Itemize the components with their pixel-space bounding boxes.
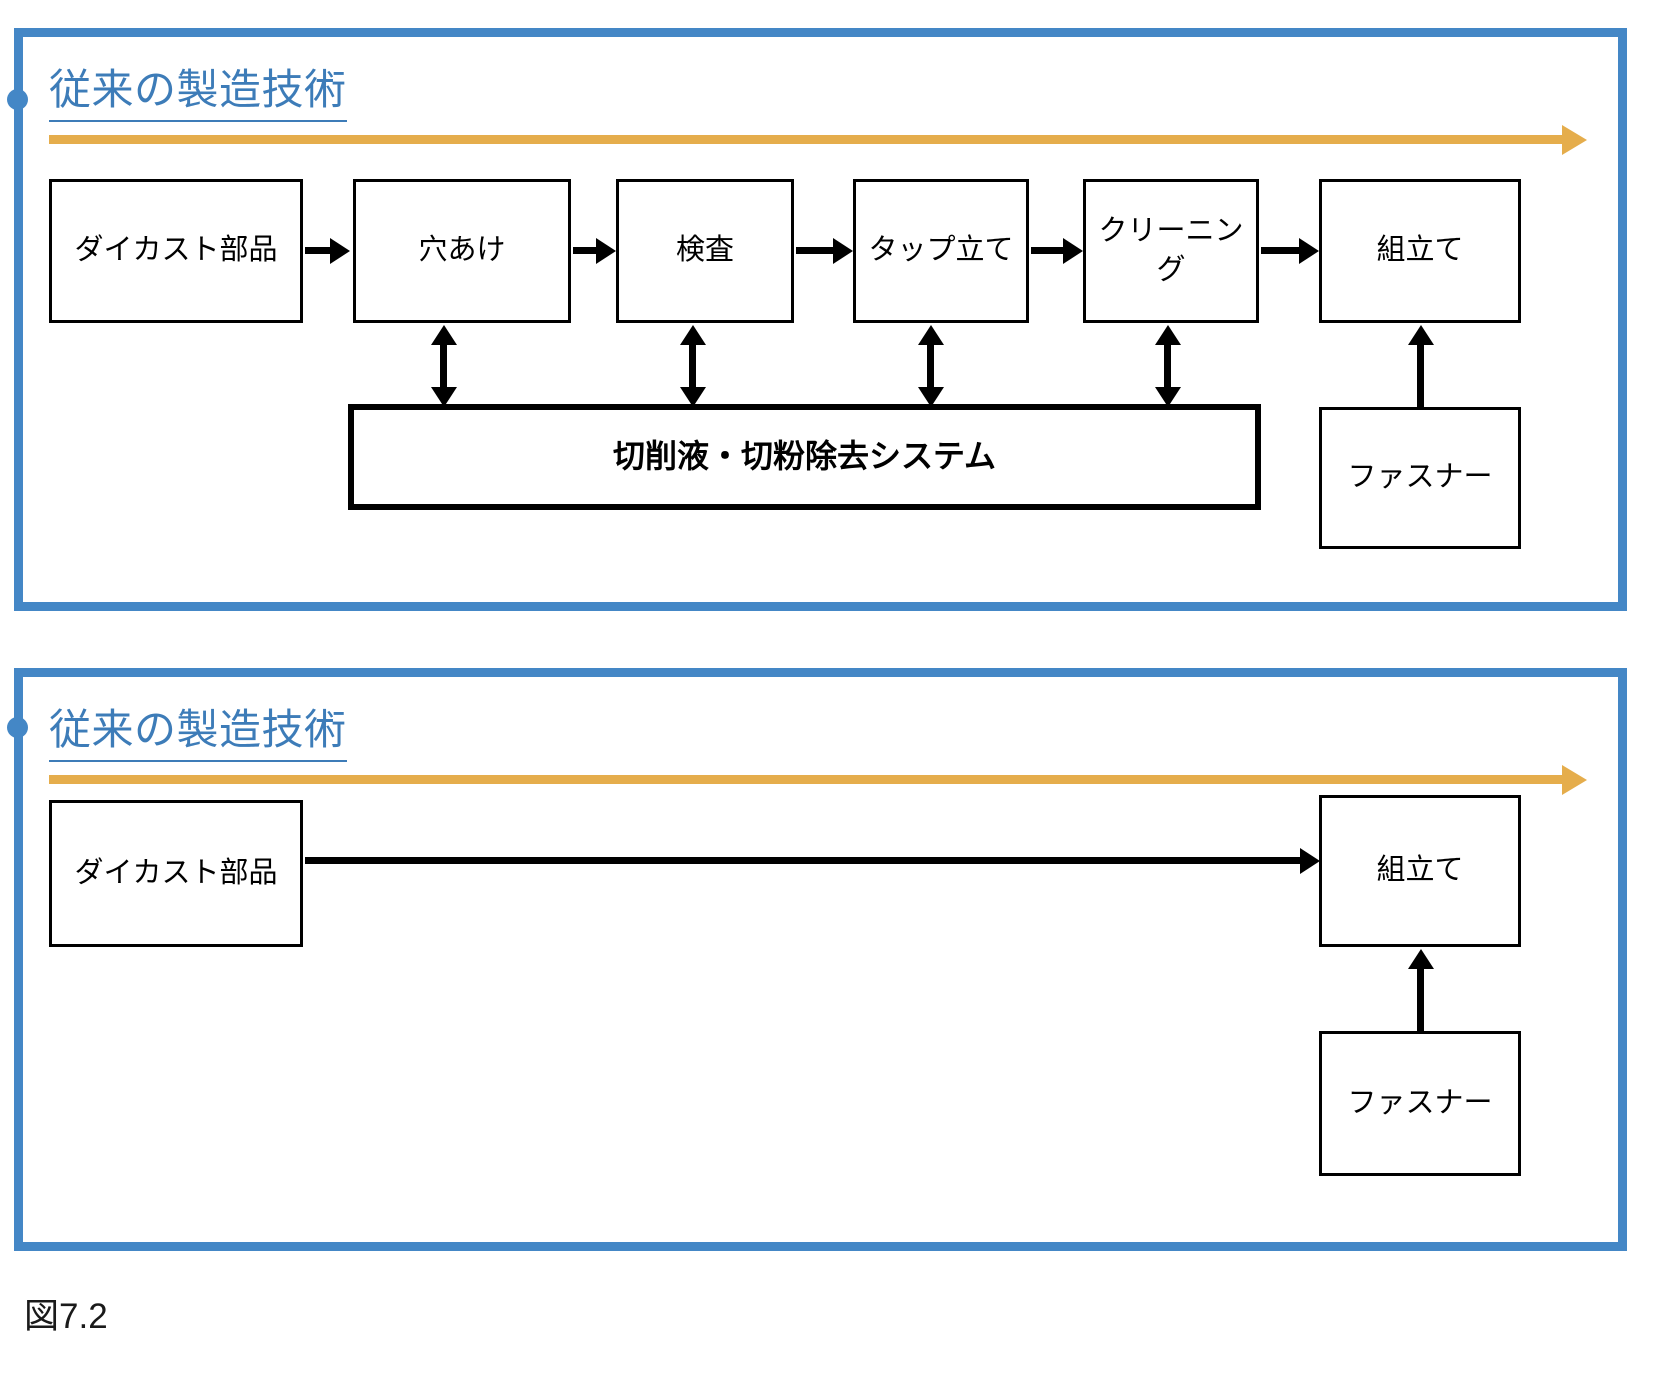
arrow-tapping-to-cleaning [1031, 247, 1064, 254]
arrow-inspection-to-system [689, 344, 696, 388]
process-box-assembly[interactable]: 組立て [1319, 795, 1521, 947]
panel-conventional-process-simplified: 従来の製造技術 ダイカスト部品 組立て ファスナー [7, 668, 1627, 1251]
process-box-tapping[interactable]: タップ立て [853, 179, 1029, 323]
side-box-fastener[interactable]: ファスナー [1319, 1031, 1521, 1176]
process-box-cleaning[interactable]: クリーニング [1083, 179, 1259, 323]
side-box-fastener[interactable]: ファスナー [1319, 407, 1521, 549]
process-box-assembly[interactable]: 組立て [1319, 179, 1521, 323]
process-box-drilling[interactable]: 穴あけ [353, 179, 571, 323]
frame-bullet-dot [7, 89, 28, 110]
process-box-diecast-part[interactable]: ダイカスト部品 [49, 800, 303, 947]
figure-caption: 図7.2 [24, 1297, 108, 1336]
arrow-fastener-to-assembly [1417, 968, 1424, 1032]
frame-bullet-dot [7, 717, 28, 738]
panel-2-timeline-arrow [49, 775, 1563, 784]
arrow-drilling-to-system [440, 344, 447, 388]
arrow-inspection-to-tapping [796, 247, 834, 254]
arrow-cleaning-to-assembly [1261, 247, 1300, 254]
panel-2-title: 従来の製造技術 [49, 706, 347, 762]
arrow-fastener-to-assembly [1417, 344, 1424, 408]
process-box-inspection[interactable]: 検査 [616, 179, 794, 323]
arrow-diecast-to-drilling [305, 247, 331, 254]
arrow-cleaning-to-system [1164, 344, 1171, 388]
arrow-diecast-to-assembly [305, 857, 1301, 864]
process-box-diecast-part[interactable]: ダイカスト部品 [49, 179, 303, 323]
panel-conventional-process-detailed: 従来の製造技術 ダイカスト部品 穴あけ 検査 タップ立て クリーニング 組立て … [7, 28, 1627, 611]
system-box-coolant-chip-removal[interactable]: 切削液・切粉除去システム [348, 404, 1261, 510]
arrow-drilling-to-inspection [573, 247, 597, 254]
panel-1-title: 従来の製造技術 [49, 66, 347, 122]
panel-1-timeline-arrow [49, 135, 1563, 144]
arrow-tapping-to-system [927, 344, 934, 388]
